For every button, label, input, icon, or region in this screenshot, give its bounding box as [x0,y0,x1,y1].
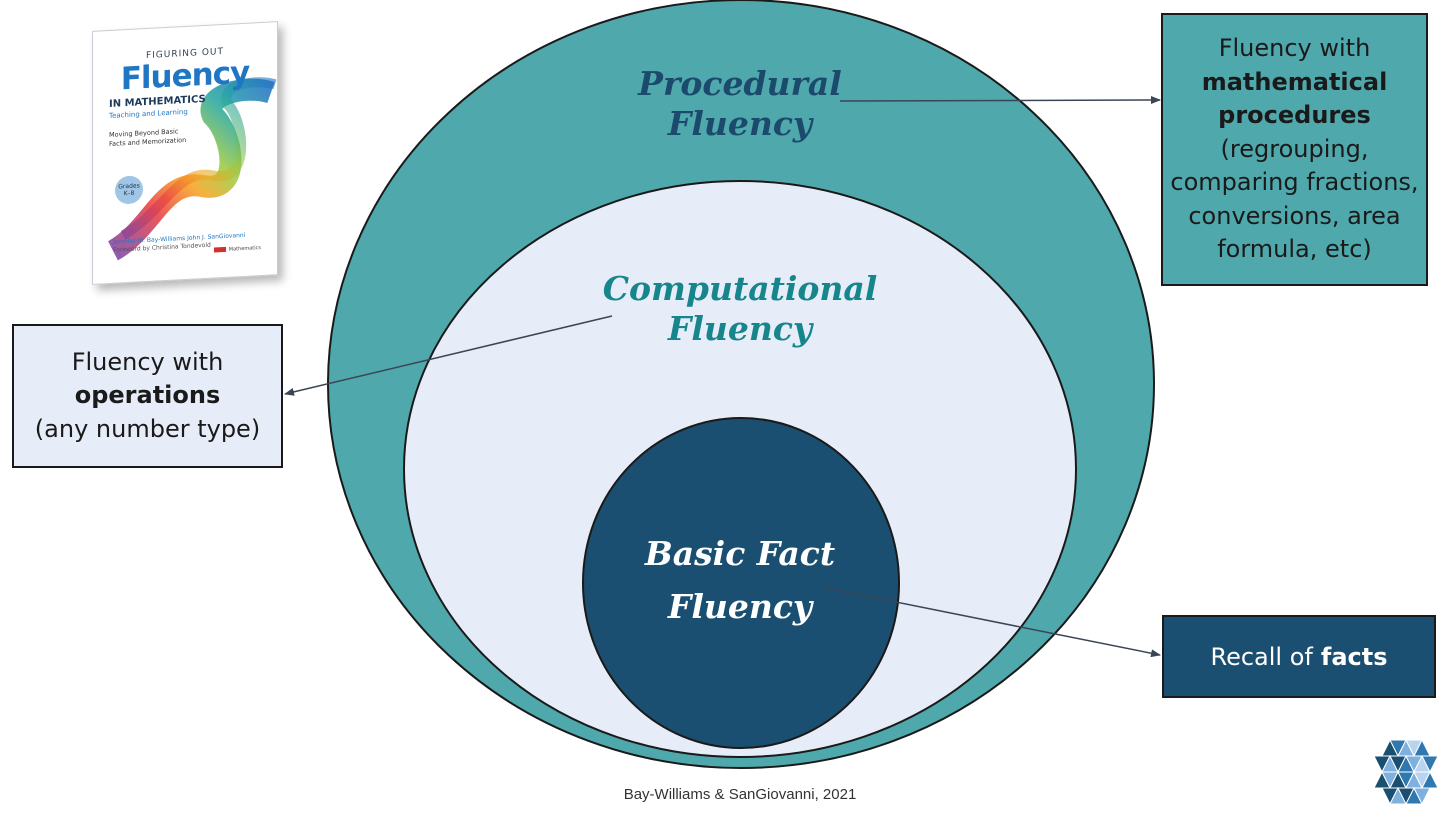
basic-fact-fluency-label: Basic Fact Fluency [610,528,870,634]
operations-definition-box: Fluency with operations (any number type… [12,324,283,468]
basic-label-line2: Fluency [667,586,813,626]
basic-fact-arrow [825,587,1161,658]
computational-fluency-label: Computational Fluency [580,269,900,348]
procedural-box-prefix: Fluency with [1218,33,1371,62]
procedural-fluency-label: Procedural Fluency [630,64,850,143]
procedural-box-suffix: (regrouping, comparing fractions, conver… [1170,134,1419,264]
procedural-label-line2: Fluency [667,103,813,143]
book-cover-art [107,77,277,261]
book-cover-image: FIGURING OUT Fluency IN MATHEMATICS Teac… [92,21,278,285]
computational-arrow [284,315,613,396]
basic-fact-fluency-circle [582,417,900,749]
triangle-mosaic-logo-icon [1373,740,1439,804]
facts-box-bold: facts [1320,642,1388,671]
basic-label-line1: Basic Fact [644,534,836,573]
facts-definition-box: Recall of facts [1162,615,1436,698]
operations-box-bold: operations [74,381,221,410]
operations-box-prefix: Fluency with [71,347,224,376]
procedural-definition-box: Fluency with mathematical procedures (re… [1161,13,1428,286]
procedural-arrow [839,96,1161,105]
computational-label-line2: Fluency [667,308,813,348]
logo-triangle [1413,787,1431,804]
operations-box-suffix: (any number type) [34,414,261,443]
procedural-label-line1: Procedural [638,64,842,103]
facts-box-prefix: Recall of [1210,642,1313,671]
computational-label-line1: Computational [602,269,878,308]
logo-triangle [1421,755,1439,774]
citation-credit: Bay-Williams & SanGiovanni, 2021 [623,786,857,803]
procedural-box-bold: mathematical procedures [1201,67,1388,130]
